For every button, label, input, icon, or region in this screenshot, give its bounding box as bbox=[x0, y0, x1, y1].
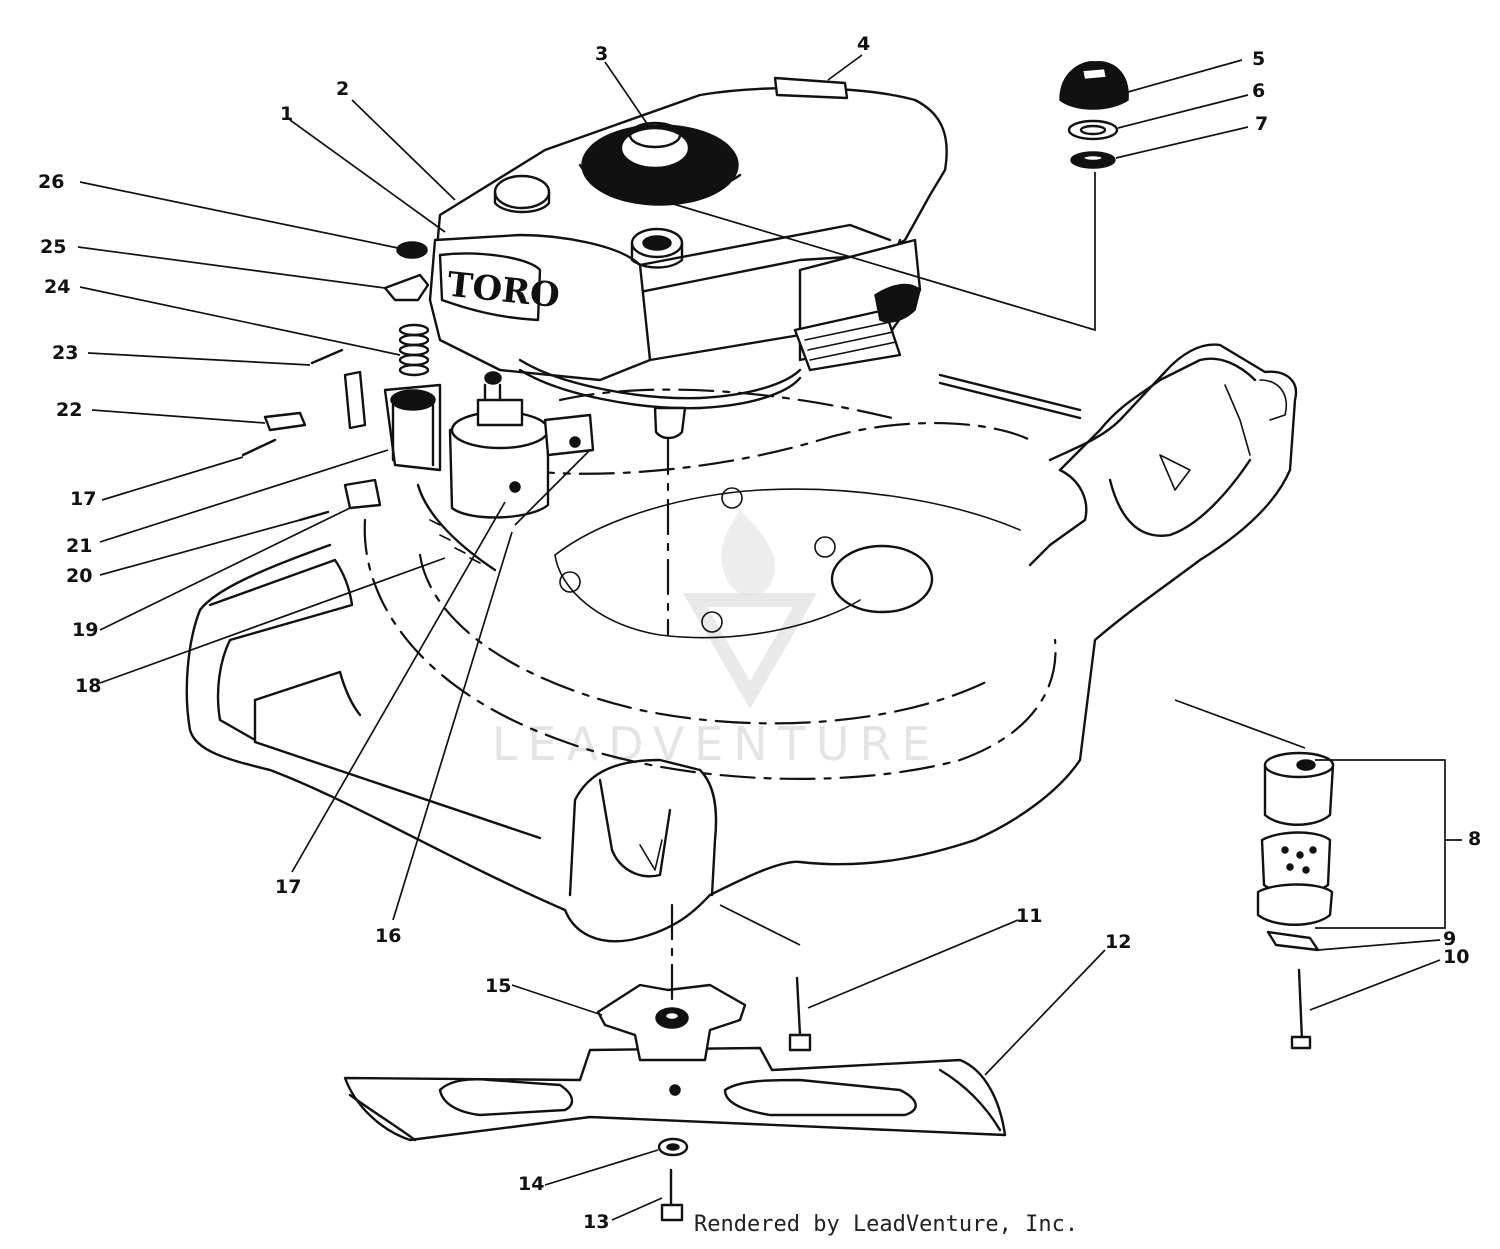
oil-fill-neck bbox=[630, 227, 684, 269]
callout-10: 10 bbox=[1443, 946, 1469, 968]
callout-22: 22 bbox=[56, 399, 82, 421]
cylinder-fins bbox=[793, 308, 902, 372]
spring-24 bbox=[398, 323, 430, 377]
callout-21: 21 bbox=[66, 535, 92, 557]
callout-8: 8 bbox=[1468, 828, 1481, 850]
callout-9: 9 bbox=[1443, 928, 1456, 950]
callout-6: 6 bbox=[1252, 80, 1265, 102]
electric-start-components bbox=[241, 241, 595, 572]
callout-2: 2 bbox=[336, 78, 349, 100]
callout-12: 12 bbox=[1105, 931, 1131, 953]
callout-17-lower: 17 bbox=[275, 876, 301, 898]
callout-7: 7 bbox=[1255, 113, 1268, 135]
callout-5: 5 bbox=[1252, 48, 1265, 70]
callout-25: 25 bbox=[40, 236, 66, 258]
callout-4: 4 bbox=[857, 33, 870, 55]
callout-17-upper: 17 bbox=[70, 488, 96, 510]
callout-13: 13 bbox=[583, 1211, 609, 1233]
mower-deck bbox=[185, 343, 1298, 943]
render-credit: Rendered by LeadVenture, Inc. bbox=[694, 1212, 1079, 1237]
recoil-starter bbox=[578, 121, 742, 206]
callout-18: 18 bbox=[75, 675, 101, 697]
watermark-text: LEADVENTURE bbox=[492, 717, 941, 771]
starter-motor bbox=[448, 371, 595, 519]
callout-14: 14 bbox=[518, 1173, 544, 1195]
callout-11: 11 bbox=[1016, 905, 1042, 927]
callout-23: 23 bbox=[52, 342, 78, 364]
callout-19: 19 bbox=[72, 619, 98, 641]
callout-1: 1 bbox=[280, 103, 293, 125]
callout-26: 26 bbox=[38, 171, 64, 193]
callout-3: 3 bbox=[595, 43, 608, 65]
callout-leaders bbox=[77, 54, 1462, 1221]
callout-20: 20 bbox=[66, 565, 92, 587]
callout-15: 15 bbox=[485, 975, 511, 997]
engine: TORO bbox=[428, 76, 948, 637]
dipstick-cap-parts bbox=[659, 61, 1129, 332]
watermark: LEADVENTURE bbox=[492, 510, 941, 771]
callout-24: 24 bbox=[44, 276, 70, 298]
callout-16: 16 bbox=[375, 925, 401, 947]
fuel-cap bbox=[493, 174, 551, 214]
blade-assembly bbox=[343, 903, 1007, 1222]
air-cleaner-assembly bbox=[1174, 699, 1446, 1050]
callout-labels: 1 2 3 4 5 6 7 8 9 10 11 12 13 14 15 16 1… bbox=[38, 33, 1481, 1233]
